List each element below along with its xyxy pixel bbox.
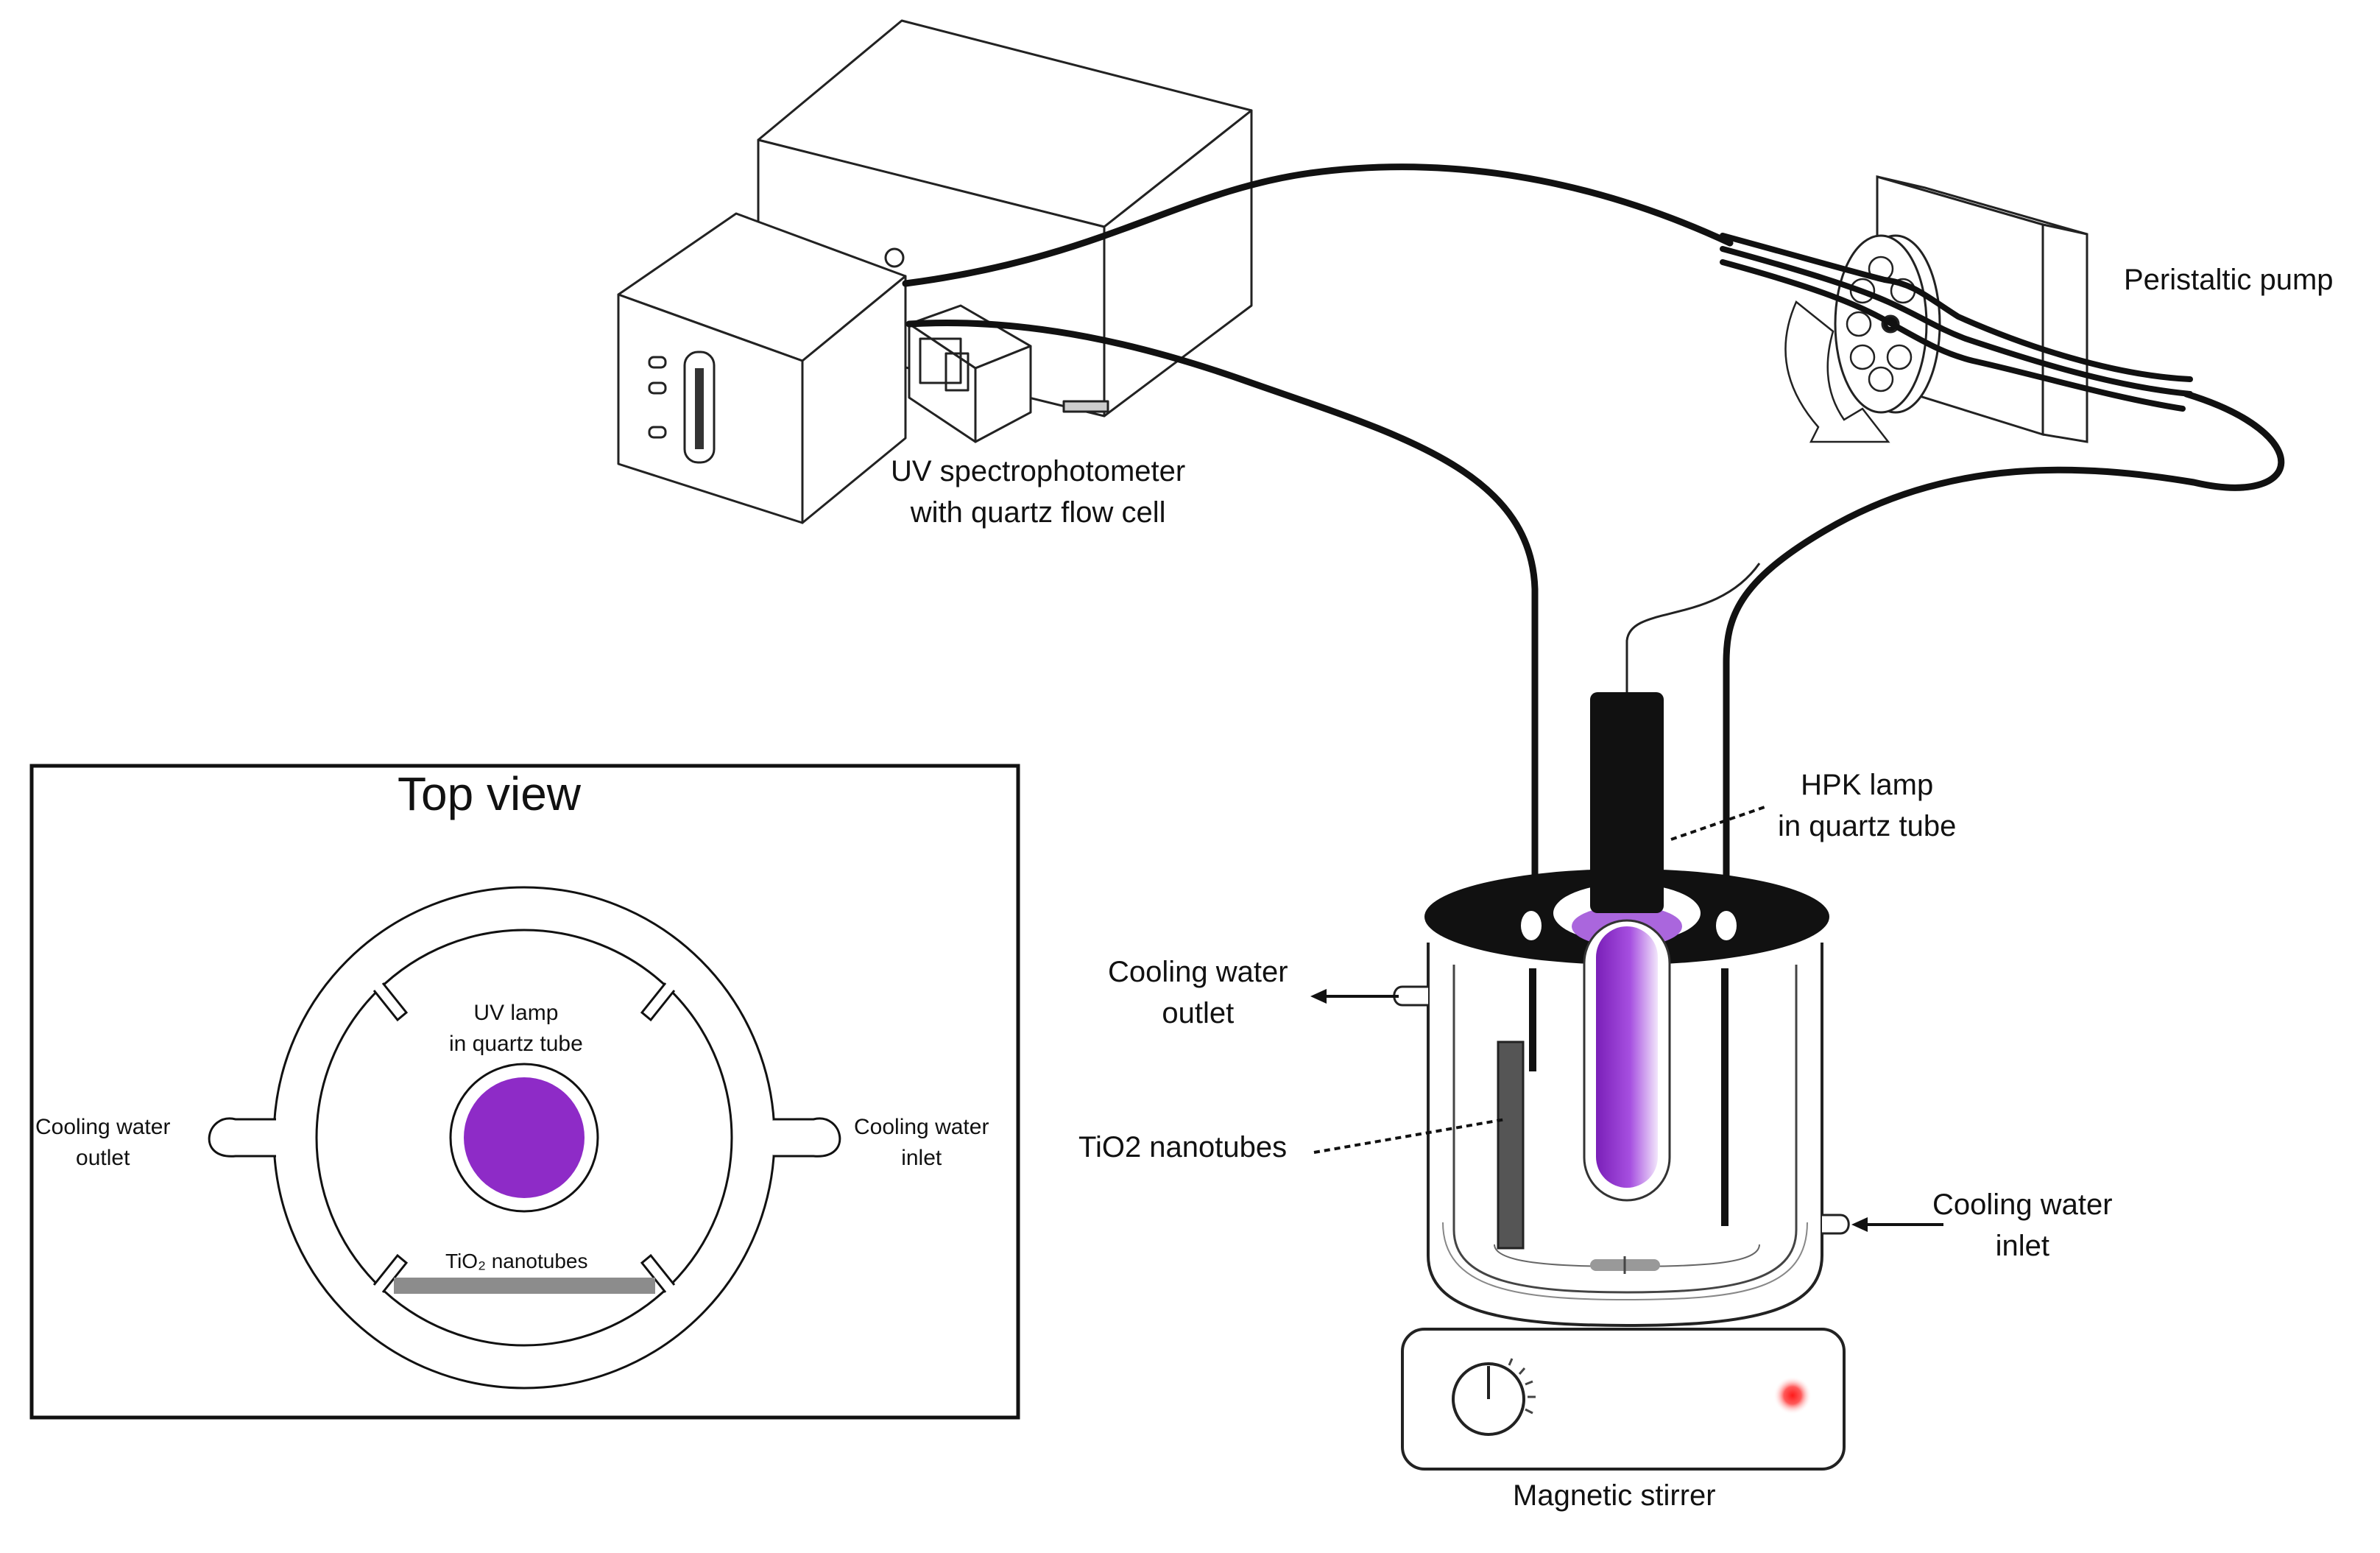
label-magnetic-stirrer-text: Magnetic stirrer xyxy=(1513,1479,1716,1512)
label-magnetic-stirrer: Magnetic stirrer xyxy=(1513,1475,1716,1516)
label-hpk-lamp: HPK lamp in quartz tube xyxy=(1778,764,1956,847)
label-cooling-inlet-line1: Cooling water xyxy=(1932,1188,2113,1221)
top-view-cooling-inlet-label: Cooling water inlet xyxy=(854,1112,989,1174)
top-view-title-text: Top view xyxy=(398,767,581,820)
main-tubing xyxy=(902,163,2285,1230)
top-view-uv-lamp-line1: UV lamp xyxy=(473,1001,559,1025)
top-view-tio2-bar xyxy=(394,1278,655,1294)
label-cooling-inlet: Cooling water inlet xyxy=(1932,1184,2113,1267)
label-peristaltic-pump-text: Peristaltic pump xyxy=(2124,264,2334,296)
label-cooling-outlet: Cooling water outlet xyxy=(1108,951,1288,1034)
top-view-cooling-inlet-line1: Cooling water xyxy=(854,1115,989,1139)
top-view-cooling-outlet-line2: outlet xyxy=(76,1146,130,1170)
label-hpk-lamp-line2: in quartz tube xyxy=(1778,810,1957,842)
pump-tubing xyxy=(1720,233,2193,412)
label-cooling-inlet-line2: inlet xyxy=(1995,1230,2049,1262)
top-view-tio2-label: TiO₂ nanotubes xyxy=(445,1246,588,1277)
label-peristaltic-pump: Peristaltic pump xyxy=(2124,259,2334,300)
label-tio2-nanotubes-text: TiO2 nanotubes xyxy=(1078,1131,1288,1163)
uv-spectrophotometer xyxy=(617,19,1253,524)
pointers xyxy=(1310,805,1943,1232)
top-view-uv-lamp-line2: in quartz tube xyxy=(449,1032,583,1056)
top-view-uv-lamp xyxy=(464,1077,585,1198)
top-view-panel xyxy=(29,764,1020,1420)
top-view-uv-lamp-label: UV lamp in quartz tube xyxy=(449,998,583,1060)
label-uv-spectrophotometer-line2: with quartz flow cell xyxy=(910,496,1166,529)
label-cooling-outlet-line2: outlet xyxy=(1162,997,1235,1029)
top-view-cooling-outlet-line1: Cooling water xyxy=(35,1115,171,1139)
reactor xyxy=(1393,692,1850,1328)
top-view-tio2-text: TiO₂ nanotubes xyxy=(445,1250,588,1272)
label-cooling-outlet-line1: Cooling water xyxy=(1108,956,1288,988)
label-hpk-lamp-line1: HPK lamp xyxy=(1801,769,1934,801)
lamp-wire xyxy=(1625,563,1761,700)
label-uv-spectrophotometer: UV spectrophotometer with quartz flow ce… xyxy=(891,451,1185,533)
top-view-title: Top view xyxy=(398,764,581,823)
label-tio2-nanotubes: TiO2 nanotubes xyxy=(1078,1127,1287,1168)
top-view-cooling-inlet-line2: inlet xyxy=(901,1146,942,1170)
magnetic-stirrer xyxy=(1401,1328,1846,1471)
peristaltic-pump xyxy=(1784,175,2088,443)
label-uv-spectrophotometer-line1: UV spectrophotometer xyxy=(891,455,1186,487)
top-view-cooling-outlet-label: Cooling water outlet xyxy=(35,1112,170,1174)
indicator-light xyxy=(1773,1376,1812,1415)
